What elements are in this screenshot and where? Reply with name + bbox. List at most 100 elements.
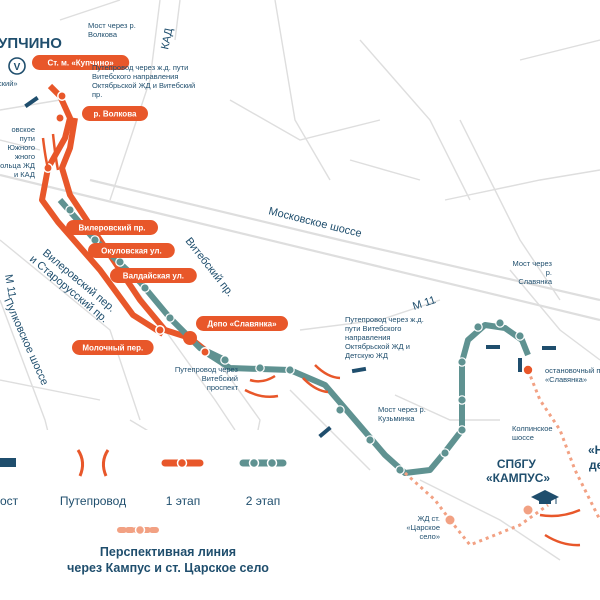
note-ostanovochny-line-1: «Славянка» <box>545 375 587 384</box>
stage2-station-2 <box>115 257 125 267</box>
stage1-line-branch <box>59 117 191 341</box>
pulkovskoe-label: Пулковское шоссе <box>1 296 50 387</box>
perspective-line-c <box>526 369 600 521</box>
road-9 <box>274 0 331 181</box>
road-18 <box>509 269 600 361</box>
note-most-slavyanka-line-1: р. <box>546 268 552 277</box>
bridge-bar-2 <box>351 366 367 374</box>
molochny-pill: Молочный пер. <box>72 340 154 355</box>
road-21 <box>0 379 101 401</box>
stage2-station-10 <box>395 465 405 475</box>
note-left-cut-line-1: пути <box>20 134 35 143</box>
bridge-bar-5 <box>518 358 522 372</box>
perspective-line-b <box>448 503 549 547</box>
volkova-pill: р. Волкова <box>82 106 148 121</box>
note-most-slavyanka-line-0: Мост через <box>513 259 553 268</box>
stage1-line-main <box>39 83 165 337</box>
legend-puteprovod-icon-right <box>101 449 110 477</box>
depo-pill-label: Депо «Славянка» <box>207 320 277 329</box>
road-4 <box>174 0 181 41</box>
overpass-0 <box>41 137 50 169</box>
legend-stage1-label: 1 этап <box>166 494 200 508</box>
volkova-pill-bg <box>82 106 148 121</box>
legend-most-icon <box>0 458 16 467</box>
note-left-cut-line-5: и КАД <box>14 170 35 179</box>
okulovskaya-pill-label: Окуловская ул. <box>101 247 162 256</box>
stage2-station-7 <box>285 365 295 375</box>
note-left-cut-line-0: овское <box>11 125 35 134</box>
note-kolpinskoe-line-1: шоссе <box>512 433 534 442</box>
stage2-station-16 <box>495 318 505 328</box>
note-puteprovod-vitebsky-pr-line-0: Путепровод через <box>175 365 239 374</box>
kupchino-metro-pill-bg <box>32 55 130 70</box>
note-puteprovod-vitebsk-line-1: Витебского направления <box>92 72 178 81</box>
stage2-station-8 <box>335 405 345 415</box>
road-25 <box>0 139 41 151</box>
legend-puteprovod-label: Путепровод <box>60 494 126 508</box>
note-zhd-tsarskoe-line-2: село» <box>420 532 440 541</box>
overpass-7 <box>544 533 581 547</box>
kad-label: КАД <box>159 27 175 51</box>
ostanovochny-station <box>523 365 533 375</box>
road-23 <box>229 99 381 141</box>
note-puteprovod-vitebsk-line-3: пр. <box>92 90 102 99</box>
molochny-pill-bg <box>72 340 154 355</box>
vilerovsky-pill-label: Вилеровский пр. <box>78 224 145 233</box>
m11-left-label: М 11 <box>2 273 18 298</box>
overpass-1 <box>51 133 60 171</box>
station-markers <box>43 91 533 525</box>
road-22 <box>349 159 421 181</box>
depo-station <box>183 331 197 345</box>
volkova-pill-label: р. Волкова <box>94 110 137 119</box>
legend-perspective-dot <box>134 524 146 536</box>
valdayskaya-pill-label: Валдайская ул. <box>123 272 184 281</box>
vilerovsky-pill: Вилеровский пр. <box>66 220 158 235</box>
road-10 <box>359 39 471 201</box>
overpass-4 <box>314 364 341 380</box>
note-puteprovod-detskaya-line-2: направления <box>345 333 390 342</box>
stage2-station-3 <box>140 283 150 293</box>
okulovskaya-pill: Окуловская ул. <box>88 243 175 258</box>
bridge-bar-6 <box>542 346 556 350</box>
road-24 <box>59 0 121 21</box>
legend-stage2-label: 2 этап <box>246 494 280 508</box>
bridge-bar-0 <box>24 96 39 108</box>
vitebsky-label: Витебский пр. <box>183 235 236 299</box>
depo-pill: Депо «Славянка» <box>196 316 288 331</box>
note-most-slavyanka-line-2: Славянка <box>518 277 553 286</box>
stage2-station-15 <box>473 322 483 332</box>
note-puteprovod-vitebsk-line-2: Октябрьской ЖД и Витебский <box>92 81 195 90</box>
note-zhd-tsarskoe-line-1: «Царское <box>406 523 440 532</box>
bridge-bar-4 <box>486 345 500 349</box>
stage2-station-13 <box>457 395 467 405</box>
kupchino-metro-pill: Ст. м. «Купчино» <box>32 55 130 70</box>
road-2 <box>0 239 141 421</box>
tsarskoe-station <box>445 515 455 525</box>
okulovskaya-pill-bg <box>88 243 175 258</box>
stage2-station-0 <box>65 205 75 215</box>
stage1-station-1 <box>55 113 65 123</box>
note-puteprovod-vitebsky-pr-line-1: Витебский <box>202 374 238 383</box>
road-15 <box>394 394 500 421</box>
road-16 <box>419 479 561 561</box>
note-puteprovod-detskaya-line-4: Детскую ЖД <box>345 351 388 360</box>
legend-most-label: ост <box>0 494 19 508</box>
note-puteprovod-vitebsk-line-0: Путепровод через ж.д. пути <box>92 63 188 72</box>
stage2-station-5 <box>220 355 230 365</box>
m11-right-label: М 11 <box>411 294 437 313</box>
overpass-3 <box>244 388 279 398</box>
overpass-6 <box>539 508 581 518</box>
road-11 <box>519 39 600 61</box>
depo-pill-bg <box>196 316 288 331</box>
note-puteprovod-detskaya-line-0: Путепровод через ж.д. <box>345 315 424 324</box>
overpass-5 <box>302 377 329 394</box>
legend-perspective-title: Перспективная линия <box>100 545 236 559</box>
